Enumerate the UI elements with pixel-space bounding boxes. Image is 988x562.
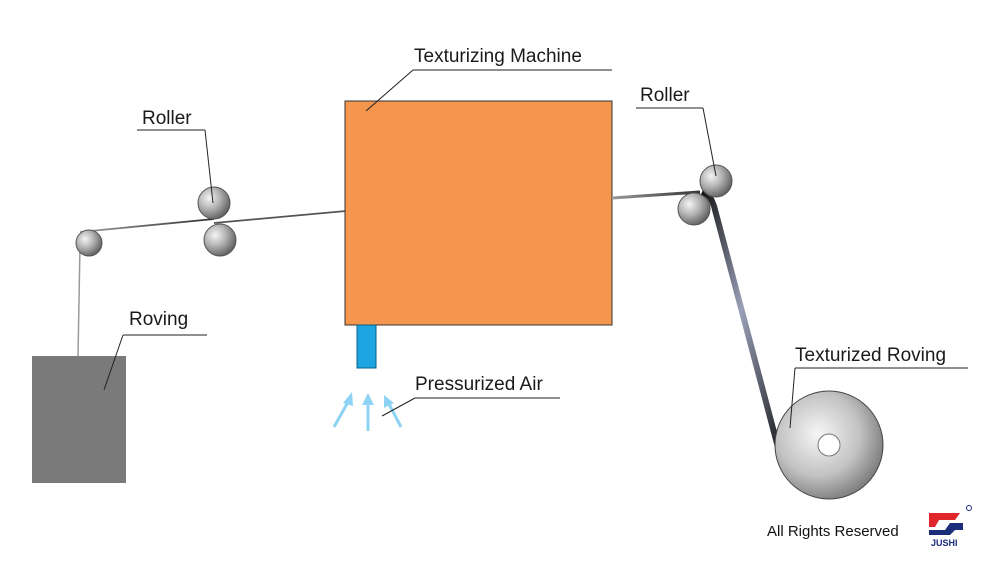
logo-text: JUSHI	[931, 538, 958, 548]
roller-pair-left	[197, 186, 237, 257]
machine-label: Texturizing Machine	[414, 46, 582, 67]
spool-icon	[774, 390, 884, 500]
roller-right-leader	[702, 107, 717, 177]
roving-leader	[103, 334, 124, 391]
machine-leader	[365, 69, 414, 112]
roving-fiber-left	[77, 210, 347, 357]
roller-right-label: Roller	[640, 85, 690, 106]
roving-label: Roving	[129, 309, 188, 330]
roller-left-label: Roller	[142, 108, 192, 129]
roller-left-leader	[204, 129, 214, 204]
air-label: Pressurized Air	[415, 374, 543, 395]
jushi-logo-icon: JUSHI	[928, 505, 972, 548]
roller-icon	[197, 186, 231, 220]
air-nozzle	[356, 324, 377, 369]
roller-icon	[699, 164, 733, 198]
air-leader	[381, 397, 416, 417]
roller-pair-right	[677, 164, 733, 226]
roving-fiber-right	[611, 189, 787, 471]
output-leader	[789, 367, 796, 429]
roller-icon	[677, 192, 711, 226]
output-label: Texturized Roving	[795, 345, 946, 366]
rights-text: All Rights Reserved	[767, 523, 899, 540]
roller-icon	[75, 229, 103, 257]
roving-package	[32, 356, 126, 483]
texturizing-machine	[344, 100, 613, 326]
air-arrows-icon	[332, 392, 403, 431]
roller-icon	[203, 223, 237, 257]
